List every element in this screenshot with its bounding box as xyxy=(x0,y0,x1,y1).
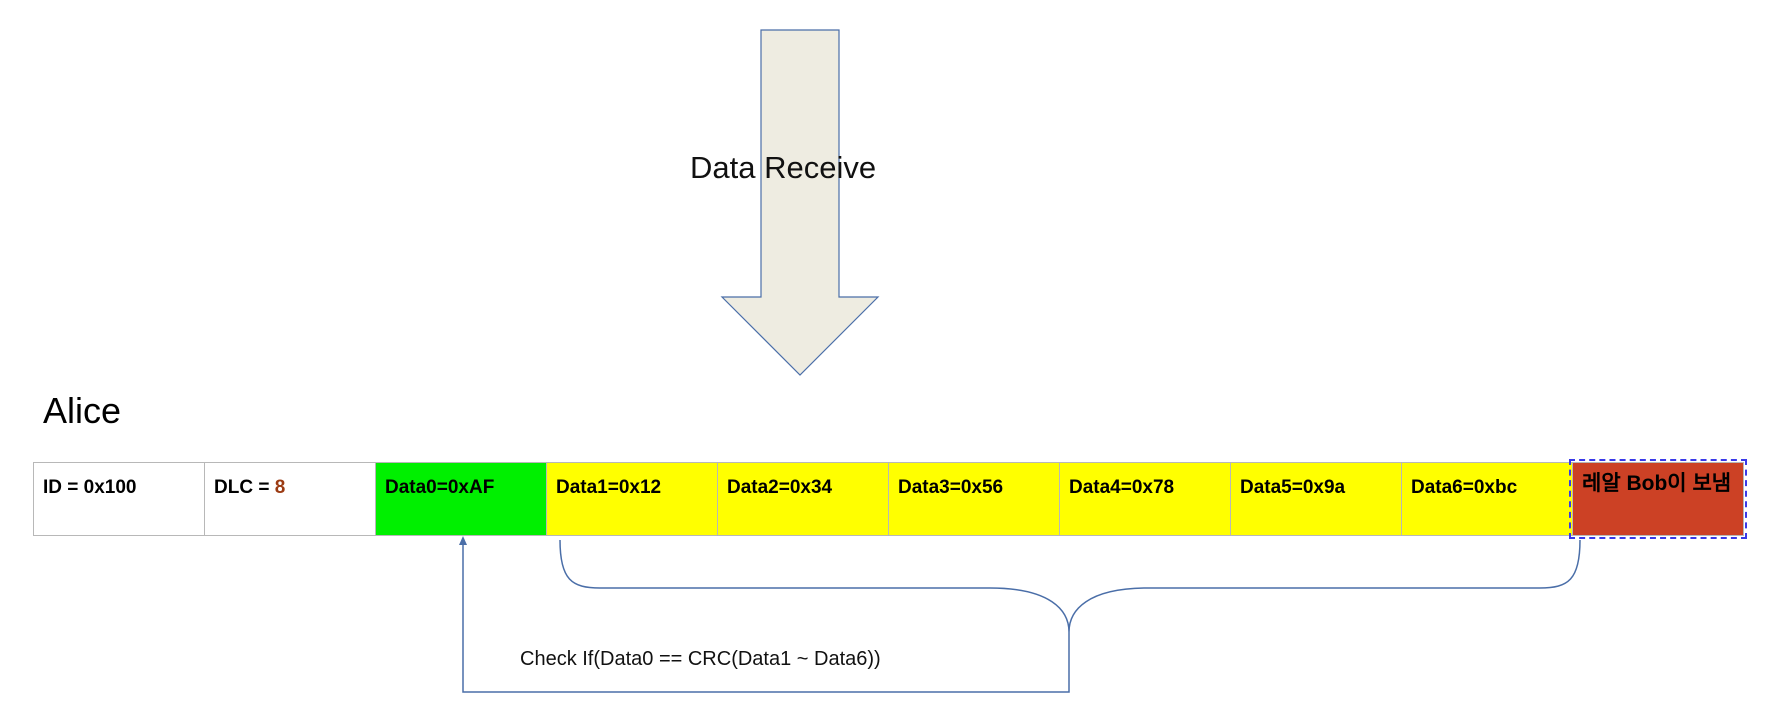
payload-brace xyxy=(559,539,1581,633)
can-frame: ID = 0x100 DLC = 8 Data0=0xAF Data1=0x12… xyxy=(33,459,1747,539)
id-value: 0x100 xyxy=(83,477,137,498)
data2-cell: Data2=0x34 xyxy=(717,462,889,536)
id-prefix: ID = xyxy=(43,477,84,498)
data-receive-arrow xyxy=(720,29,880,376)
alice-label: Alice xyxy=(43,390,122,431)
crc-check-label: Check If(Data0 == CRC(Data1 ~ Data6)) xyxy=(520,648,881,670)
data6-cell: Data6=0xbc xyxy=(1401,462,1573,536)
check-connector-line xyxy=(462,540,1070,693)
data3-cell: Data3=0x56 xyxy=(888,462,1060,536)
data5-cell: Data5=0x9a xyxy=(1230,462,1402,536)
dlc-prefix: DLC = xyxy=(214,477,275,498)
id-cell: ID = 0x100 xyxy=(33,462,205,536)
check-connector-arrowhead xyxy=(459,536,467,545)
data1-cell: Data1=0x12 xyxy=(546,462,718,536)
relay-cell: 레알 Bob이 보냄 xyxy=(1569,459,1747,539)
dlc-cell: DLC = 8 xyxy=(204,462,376,536)
data-receive-label: Data Receive xyxy=(690,150,877,185)
data4-cell: Data4=0x78 xyxy=(1059,462,1231,536)
data0-crc-cell: Data0=0xAF xyxy=(375,462,547,536)
dlc-value: 8 xyxy=(274,477,286,498)
